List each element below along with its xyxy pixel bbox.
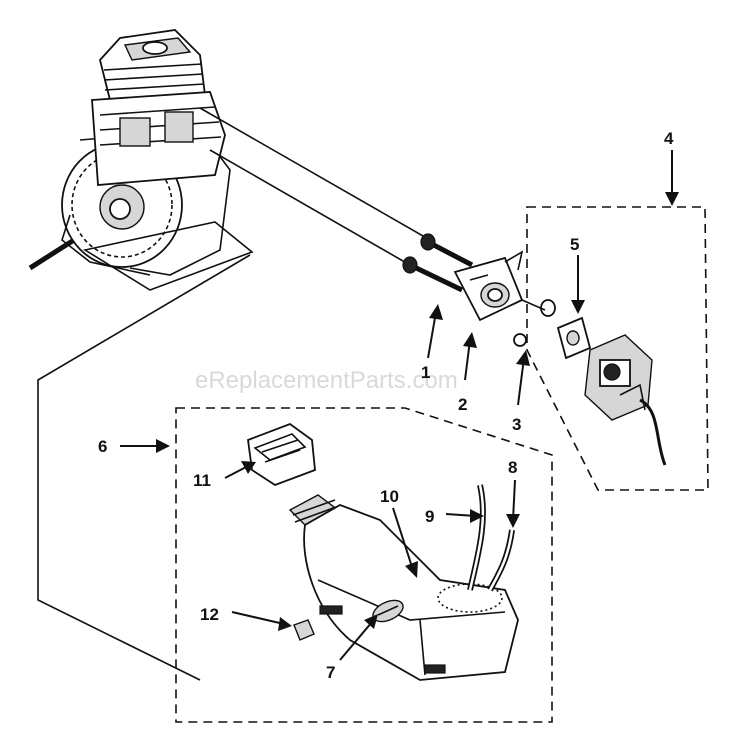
carburetor-group-box xyxy=(526,206,709,491)
carburetor-gasket xyxy=(556,316,592,360)
callout-label-1: 1 xyxy=(421,363,430,382)
callout-label-9: 9 xyxy=(425,507,434,526)
grommet xyxy=(293,619,315,641)
fuel-tank xyxy=(288,494,519,681)
callout-label-12: 12 xyxy=(200,605,219,624)
engine-assembly xyxy=(28,29,254,291)
callout-label-6: 6 xyxy=(98,437,107,456)
fuel-cap xyxy=(247,422,316,487)
intake-spacer xyxy=(453,250,556,347)
mounting-bolts xyxy=(402,233,474,293)
callout-arrows xyxy=(120,150,679,661)
bolt-leader-line-lower xyxy=(209,149,411,266)
callout-label-3: 3 xyxy=(512,415,521,434)
tank-connector-line xyxy=(37,254,251,681)
fuel-lines xyxy=(467,484,515,592)
callout-label-8: 8 xyxy=(508,458,517,477)
fuel-tank-group-box xyxy=(175,407,553,723)
callout-label-2: 2 xyxy=(458,395,467,414)
callout-label-10: 10 xyxy=(380,487,399,506)
callout-label-11: 11 xyxy=(193,471,211,490)
bolt-leader-line-upper xyxy=(199,107,431,241)
callout-label-5: 5 xyxy=(570,235,579,254)
watermark-text: eReplacementParts.com xyxy=(195,367,458,394)
callout-label-7: 7 xyxy=(326,663,335,682)
callout-label-4: 4 xyxy=(664,129,674,148)
carburetor xyxy=(584,334,667,466)
